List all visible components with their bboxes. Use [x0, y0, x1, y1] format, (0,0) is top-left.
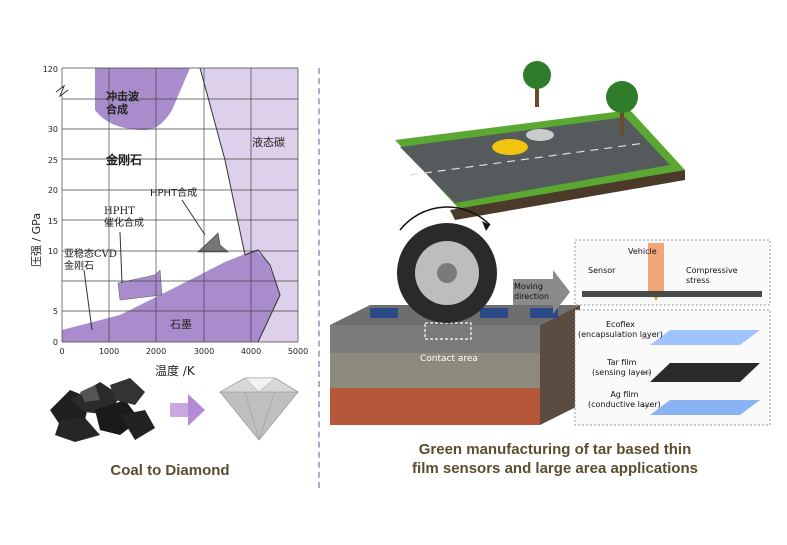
x-axis-label: 温度 /K [155, 364, 195, 378]
phase-diagram: 120 30 25 20 15 10 5 0 0 1000 2000 3000 … [0, 0, 320, 365]
y-tick: 10 [48, 247, 58, 256]
moving-direction-label: Moving direction [514, 282, 550, 301]
y-tick: 5 [53, 307, 58, 316]
right-caption: Green manufacturing of tar based thin fi… [412, 441, 698, 477]
y-tick: 20 [48, 186, 58, 195]
ag-film-label: Ag film (conductive layer) [588, 390, 661, 409]
hpht-cat-arrow [119, 231, 123, 284]
vehicle-label: Vehicle [628, 247, 657, 256]
x-tick: 0 [59, 347, 64, 356]
shock-synthesis-label: 冲击波 合成 [106, 90, 139, 116]
ecoflex-label: Ecoflex (encapsulation layer) [578, 320, 663, 339]
x-tick: 5000 [288, 347, 308, 356]
coal-diamond-illustration [40, 370, 310, 450]
diamond-icon [219, 377, 299, 441]
y-tick: 120 [43, 65, 58, 74]
x-tick: 1000 [99, 347, 119, 356]
liquid-carbon-region [200, 68, 298, 342]
ag-film-layer [650, 400, 760, 415]
graphite-region [62, 250, 280, 342]
car-icon [492, 129, 554, 155]
tar-film-layer [650, 363, 760, 382]
cvd-label: 亚稳态CVD 金刚石 [64, 249, 117, 272]
hpht-label: HPHT合成 [150, 186, 197, 199]
moving-direction-arrow [513, 270, 570, 314]
phase-boundary [199, 67, 281, 343]
tire-icon [397, 206, 497, 323]
x-tick: 4000 [241, 347, 261, 356]
hpht-catalytic-label: HPHT 催化合成 [104, 206, 144, 229]
tar-film-label: Tar film (sensing layer) [592, 358, 652, 377]
sensor-label: Sensor [588, 266, 616, 275]
ecoflex-layer [650, 330, 760, 345]
x-tick: 3000 [194, 347, 214, 356]
y-tick: 30 [48, 125, 58, 134]
left-caption: Coal to Diamond [110, 462, 230, 479]
liquid-carbon-label: 液态碳 [252, 135, 285, 149]
layers-box [574, 309, 771, 426]
y-axis-label: 压强 / GPa [30, 213, 43, 267]
pavement-block [330, 305, 580, 425]
compressive-stress-label: Compressive stress [686, 266, 738, 285]
x-tick-labels: 0 1000 2000 3000 4000 5000 [59, 347, 308, 356]
y-tick: 25 [48, 156, 58, 165]
hpht-arrow [181, 199, 206, 236]
y-tick: 15 [48, 217, 58, 226]
transform-arrow-icon [170, 394, 205, 426]
road-scene [395, 61, 685, 220]
road-application-illustration [330, 55, 780, 440]
cvd-region [62, 330, 90, 340]
y-tick-labels: 120 30 25 20 15 10 5 0 [43, 65, 58, 347]
panel-divider [318, 68, 320, 488]
x-tick: 2000 [146, 347, 166, 356]
sensor-detail-box [574, 239, 771, 306]
hpht-catalytic-region [117, 269, 163, 301]
graphite-label: 石墨 [170, 318, 192, 331]
diamond-label: 金刚石 [105, 152, 142, 167]
hpht-region [197, 232, 229, 253]
coal-icon [50, 378, 155, 442]
contact-area-label: Contact area [420, 354, 478, 364]
axis-break-mark [55, 84, 69, 98]
y-tick: 0 [53, 338, 58, 347]
diagram-regions [62, 68, 298, 342]
cvd-arrow [83, 269, 93, 331]
